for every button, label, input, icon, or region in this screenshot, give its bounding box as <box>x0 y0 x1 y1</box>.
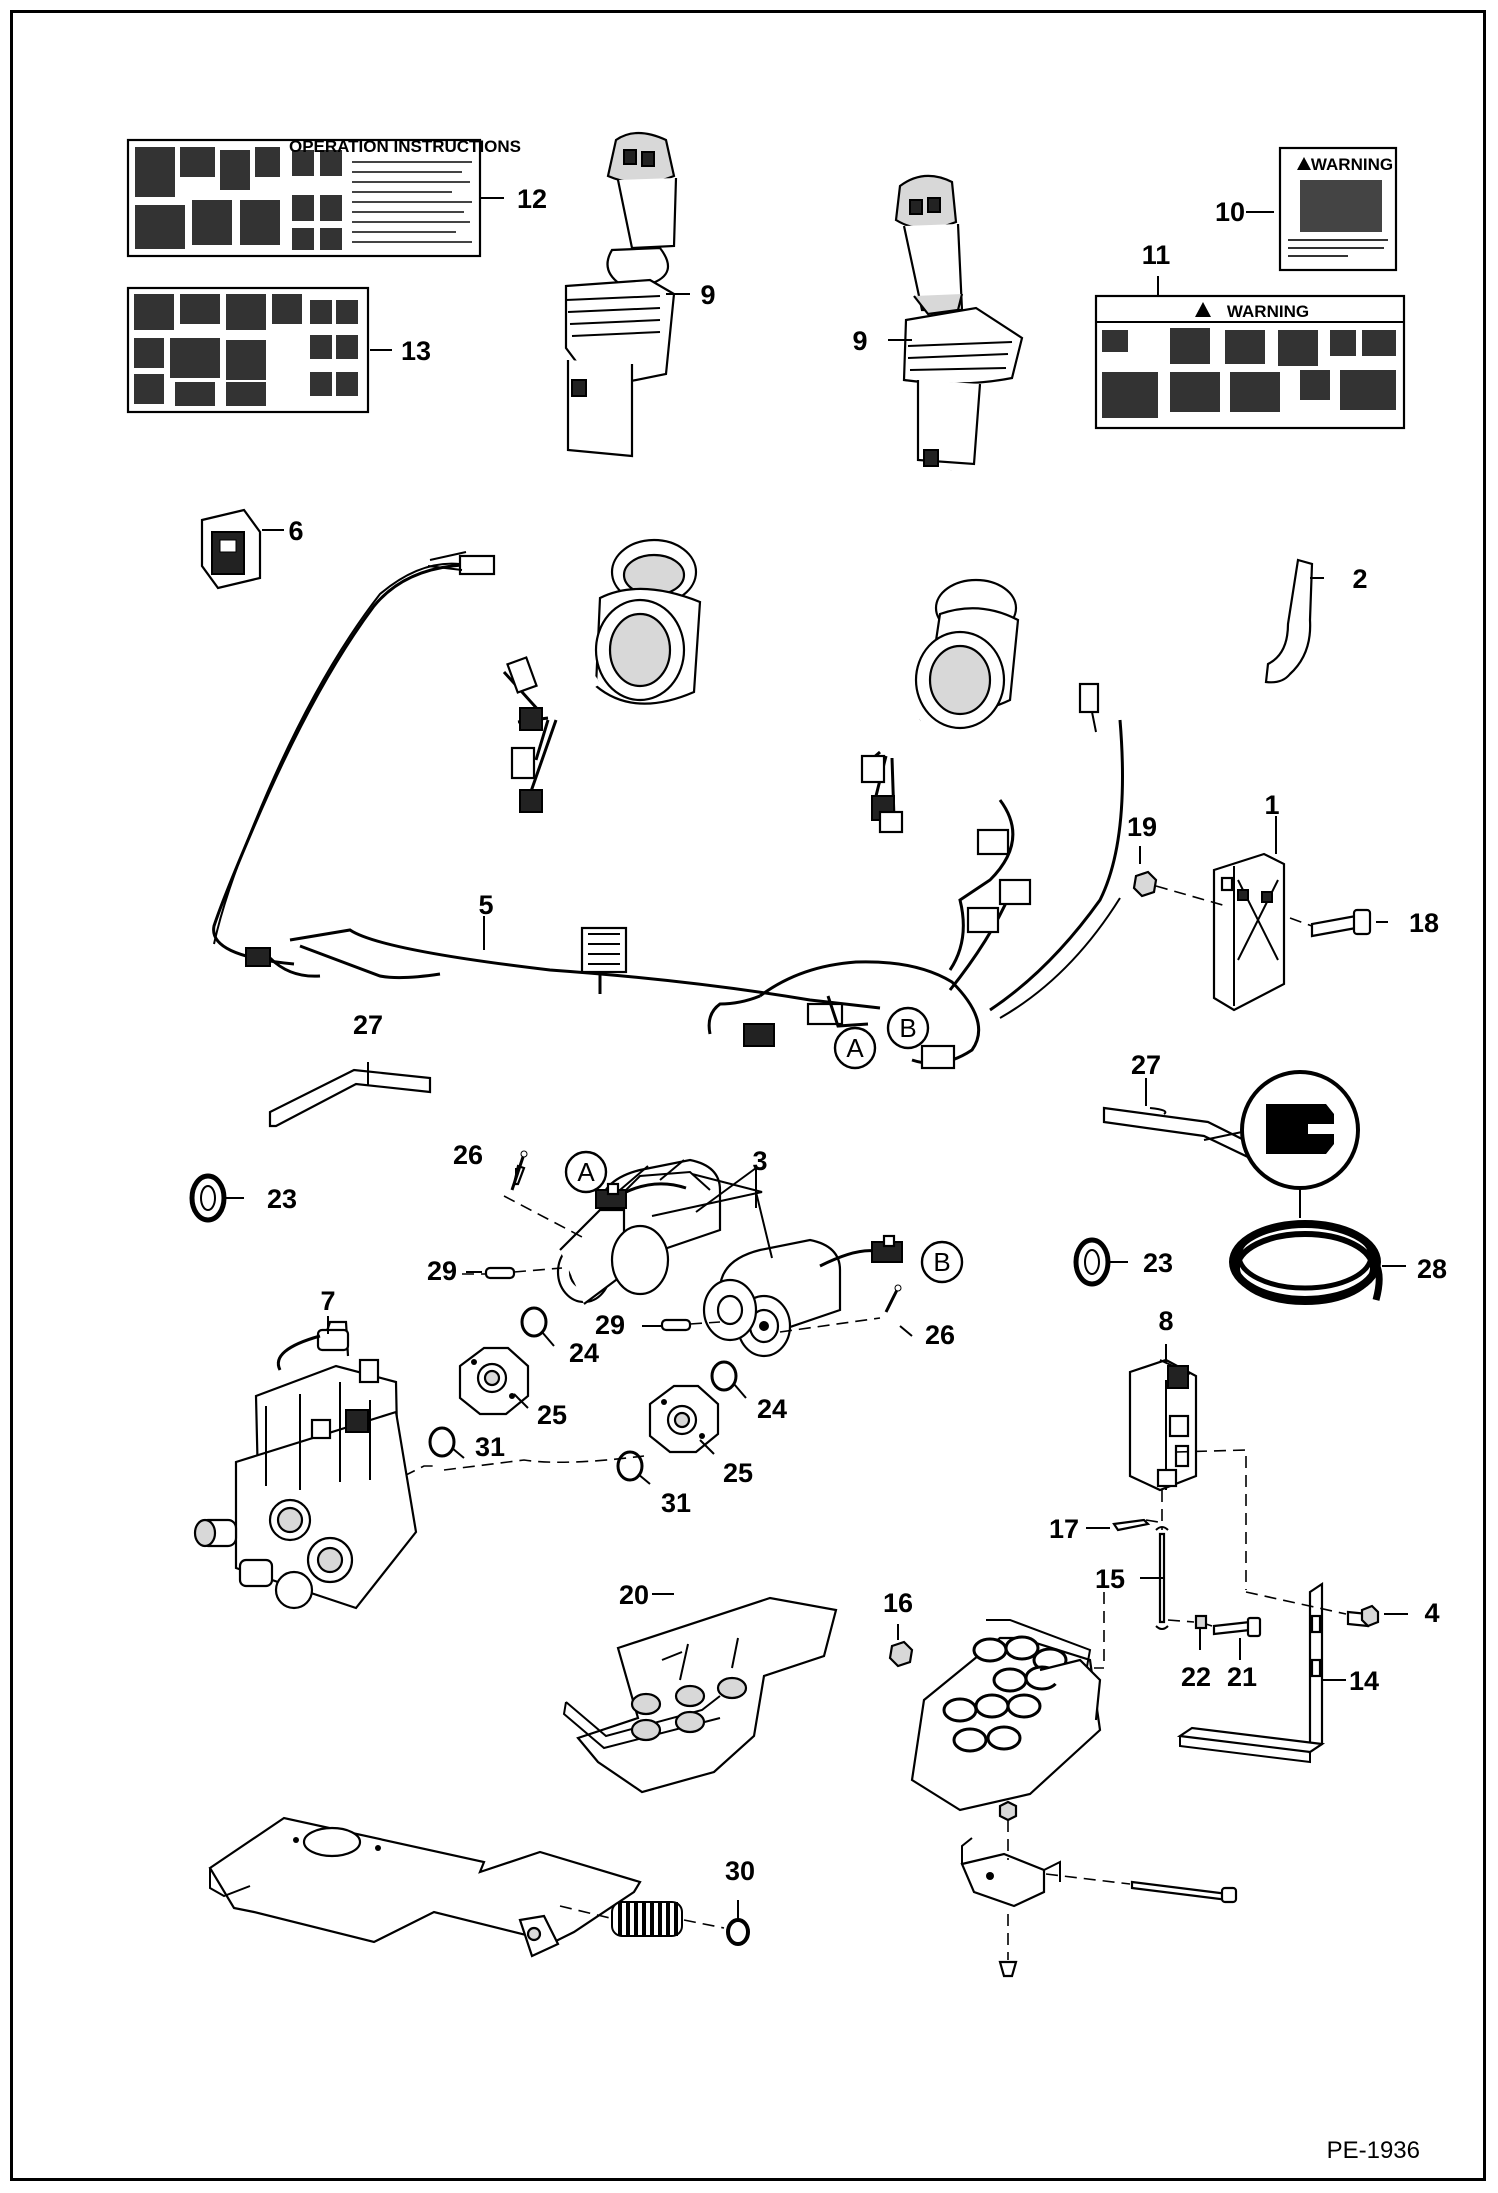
nut-19 <box>1132 870 1158 898</box>
decal-operation-instructions-12: OPERATION INSTRUCTIONS <box>126 137 521 258</box>
pivot-rod <box>1130 1880 1238 1904</box>
bolt-4 <box>1346 1604 1380 1628</box>
callout-21: 21 <box>1227 1662 1257 1692</box>
grommet-23-right <box>1073 1237 1111 1287</box>
pin-26-left <box>510 1150 528 1191</box>
solenoid-valve-3-right <box>702 1234 903 1358</box>
pin-26-right <box>884 1284 902 1313</box>
screw-17 <box>1112 1518 1151 1532</box>
callout-5: 5 <box>478 890 493 920</box>
callout-26: 26 <box>925 1320 955 1350</box>
warning-label: WARNING <box>1227 302 1309 321</box>
o-ring-24-right <box>710 1360 738 1392</box>
lower-bracket <box>960 1800 1061 1978</box>
callout-9: 9 <box>700 280 715 310</box>
leader-lines <box>222 197 1408 1920</box>
svg-text:A: A <box>846 1033 864 1063</box>
callout-24: 24 <box>757 1394 787 1424</box>
connector-b-marker: B <box>886 1006 930 1050</box>
callout-6: 6 <box>288 516 303 546</box>
callout-23: 23 <box>267 1184 297 1214</box>
bolt-21 <box>1212 1616 1262 1638</box>
decal-13 <box>126 286 370 414</box>
callout-15: 15 <box>1095 1564 1125 1594</box>
pedal-20 <box>562 1596 838 1794</box>
callout-31: 31 <box>475 1432 505 1462</box>
callout-3: 3 <box>752 1146 767 1176</box>
decal-title: OPERATION INSTRUCTIONS <box>289 137 521 156</box>
cord-28 <box>1229 1220 1383 1305</box>
joystick-left-9 <box>502 131 702 813</box>
callout-27: 27 <box>353 1010 383 1040</box>
connector-b-marker: B <box>920 1240 964 1284</box>
callout-20: 20 <box>619 1580 649 1610</box>
washer-30 <box>726 1918 750 1946</box>
switch-8 <box>1128 1358 1198 1492</box>
callout-12: 12 <box>517 184 547 214</box>
connector-a-marker: A <box>833 1026 877 1070</box>
callout-10: 10 <box>1215 197 1245 227</box>
callout-19: 19 <box>1127 812 1157 842</box>
control-valve-7 <box>193 1320 418 1610</box>
decal-warning-11: WARNING <box>1094 294 1406 430</box>
callout-1: 1 <box>1264 790 1279 820</box>
callout-14: 14 <box>1349 1666 1379 1696</box>
nut-16 <box>888 1640 914 1668</box>
warning-label: WARNING <box>1311 155 1393 174</box>
flange-25-left <box>458 1346 530 1416</box>
rocker-switch-6 <box>200 508 262 590</box>
pin-29-right <box>660 1318 692 1332</box>
spring <box>611 1901 683 1937</box>
callout-9: 9 <box>852 326 867 356</box>
solenoid-valve-3-left <box>556 1158 722 1305</box>
callout-7: 7 <box>320 1286 335 1316</box>
grommet-23-left <box>189 1173 227 1223</box>
joystick-right-9 <box>860 174 1024 834</box>
drawing-reference: PE-1936 <box>1327 2137 1420 2164</box>
callout-labels: 1 2 3 4 5 6 7 8 9 9 10 11 12 13 14 15 16… <box>267 184 1447 1886</box>
hex-key-27-left <box>268 1068 432 1128</box>
svg-text:A: A <box>577 1157 595 1187</box>
callout-29: 29 <box>595 1310 625 1340</box>
callout-13: 13 <box>401 336 431 366</box>
controller-module-1 <box>1212 852 1286 1012</box>
logo-badge <box>1240 1070 1360 1190</box>
callout-30: 30 <box>725 1856 755 1886</box>
callout-23: 23 <box>1143 1248 1173 1278</box>
callout-16: 16 <box>883 1588 913 1618</box>
connector-a-marker: A <box>564 1150 608 1194</box>
callout-2: 2 <box>1352 564 1367 594</box>
callout-28: 28 <box>1417 1254 1447 1284</box>
nut-22 <box>1194 1614 1208 1630</box>
callout-31: 31 <box>661 1488 691 1518</box>
svg-text:B: B <box>899 1013 916 1043</box>
pedal-assembly <box>910 1619 1102 1812</box>
callout-8: 8 <box>1158 1306 1173 1336</box>
svg-text:B: B <box>933 1247 950 1277</box>
o-ring-31-left <box>428 1426 456 1458</box>
callout-27: 27 <box>1131 1050 1161 1080</box>
callout-4: 4 <box>1424 1598 1439 1628</box>
rod-15 <box>1155 1526 1169 1630</box>
callout-25: 25 <box>723 1458 753 1488</box>
pin-29-left <box>484 1266 516 1280</box>
callout-24: 24 <box>569 1338 599 1368</box>
base-plate <box>208 1816 642 1958</box>
decal-warning-10: WARNING <box>1278 146 1398 272</box>
callout-22: 22 <box>1181 1662 1211 1692</box>
bolt-18 <box>1310 908 1372 938</box>
bracket-2 <box>1264 558 1314 684</box>
callout-11: 11 <box>1142 240 1171 270</box>
callout-26: 26 <box>453 1140 483 1170</box>
callout-25: 25 <box>537 1400 567 1430</box>
flange-25-right <box>648 1384 720 1454</box>
o-ring-24-left <box>520 1306 548 1338</box>
bracket-14 <box>1176 1581 1326 1764</box>
wiring-harness-5 <box>212 551 1124 1070</box>
callout-17: 17 <box>1049 1514 1079 1544</box>
callout-29: 29 <box>427 1256 457 1286</box>
callout-18: 18 <box>1409 908 1439 938</box>
